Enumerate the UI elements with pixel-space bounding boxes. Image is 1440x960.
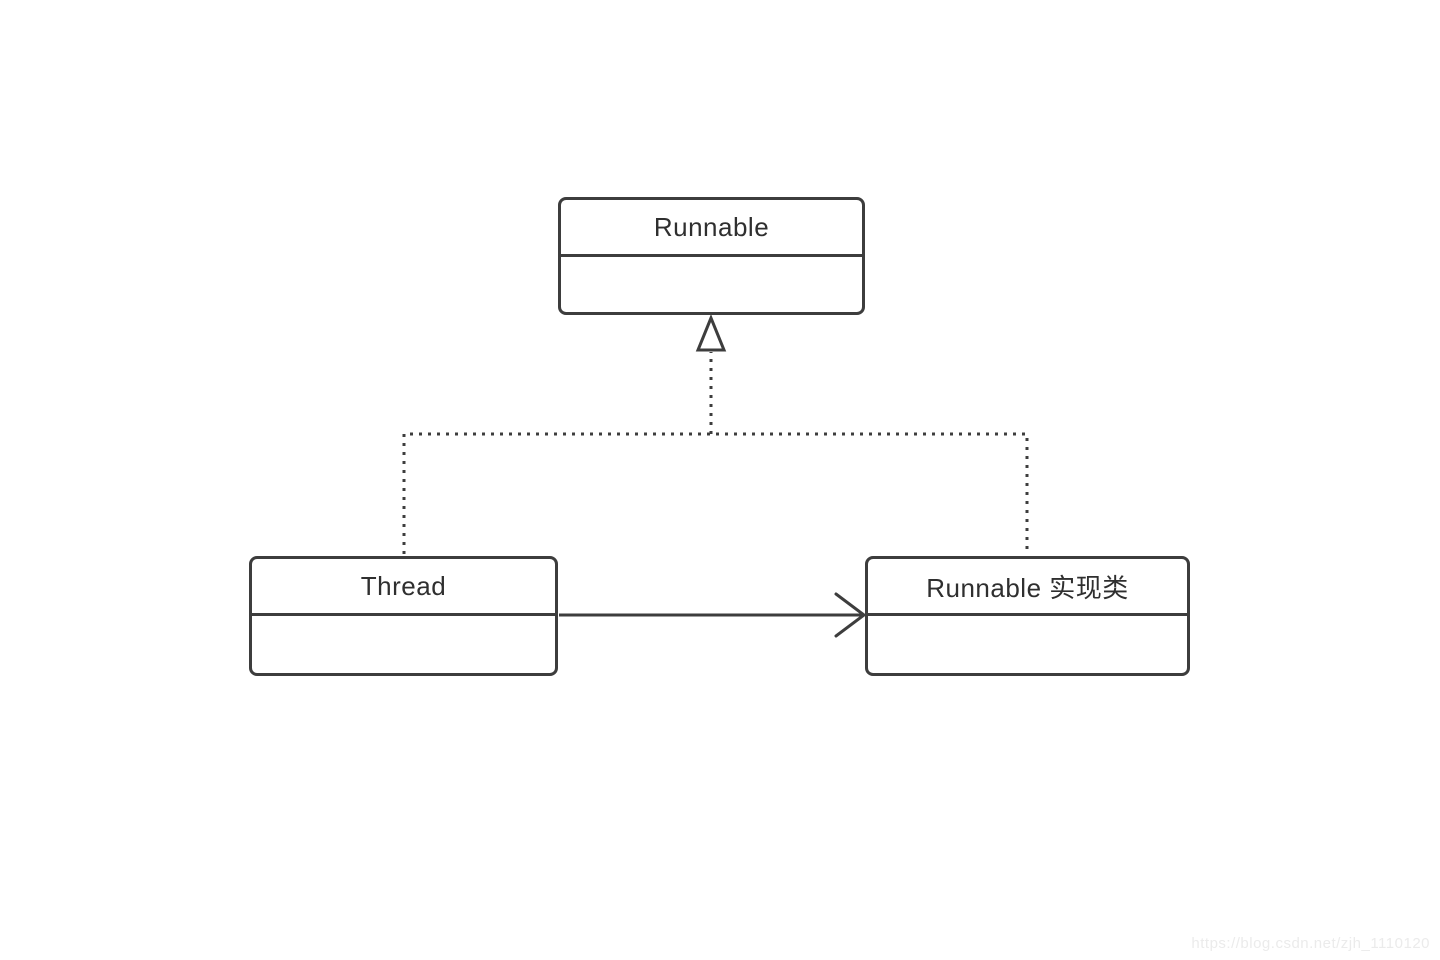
watermark: https://blog.csdn.net/zjh_1110120 [1191,935,1430,952]
class-attributes-compartment [561,257,862,312]
realization-edge-dotted-path [402,432,1029,554]
class-attributes-compartment [252,616,555,673]
class-node-runnable-impl: Runnable 实现类 [865,556,1190,676]
class-name-label-runnable: Runnable [561,200,862,257]
class-name-label-thread: Thread [252,559,555,616]
class-node-runnable: Runnable [558,197,865,315]
open-arrowhead [834,592,867,638]
class-attributes-compartment [868,616,1187,673]
class-node-thread: Thread [249,556,558,676]
hollow-triangle-arrowhead [695,314,727,352]
class-name-label-runnable-impl: Runnable 实现类 [868,559,1187,616]
